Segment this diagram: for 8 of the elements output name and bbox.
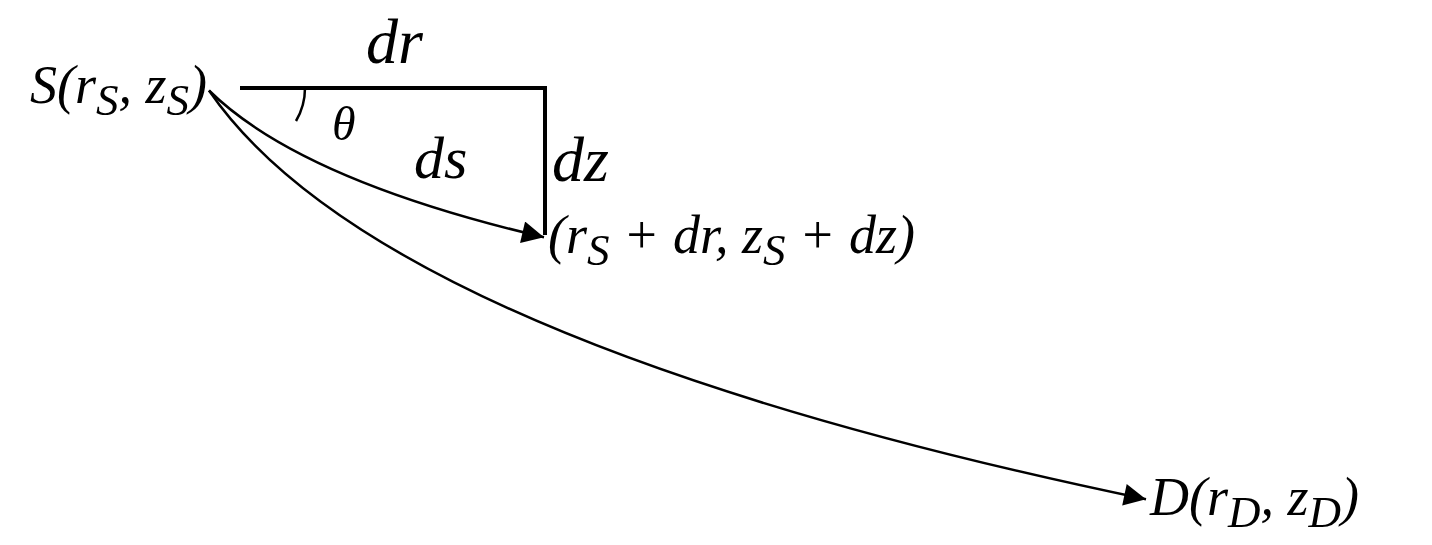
math-label: dr — [366, 10, 423, 74]
coordinate-label: D(r$_{D}$, z$_{D}$) — [1150, 470, 1359, 535]
curved-arrow — [208, 89, 545, 243]
coordinate-label: S(r$_{S}$, z$_{S}$) — [30, 58, 207, 123]
curved-arrow — [208, 89, 1147, 506]
math-label: dz — [552, 128, 609, 192]
math-label: θ — [332, 100, 356, 148]
coordinate-label: (r$_{S}$ + dr, z$_{S}$ + dz) — [548, 208, 915, 273]
